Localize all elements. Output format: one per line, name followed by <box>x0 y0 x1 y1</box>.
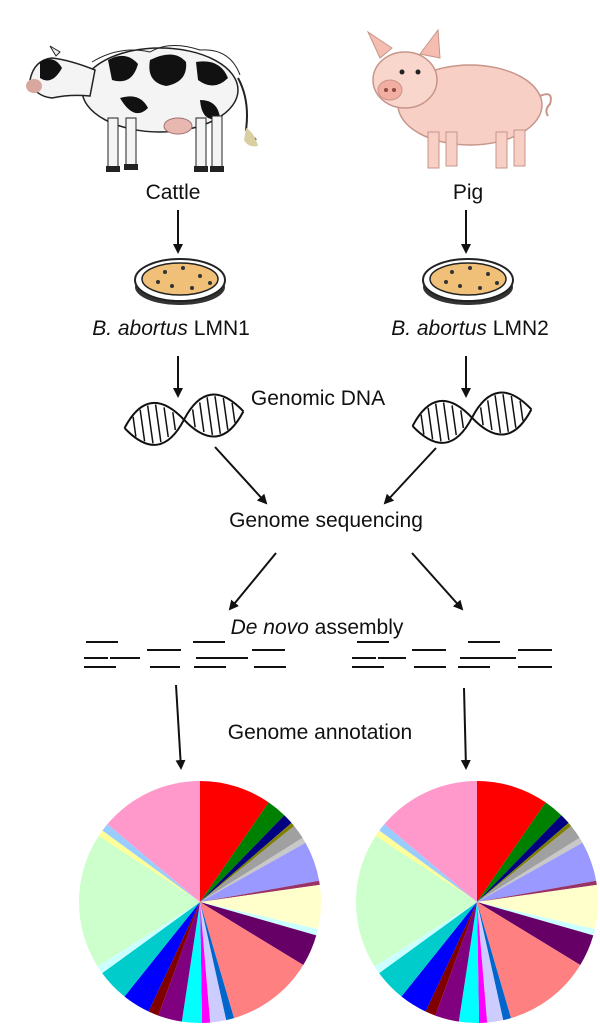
arrow-dna-to-sequencing-left <box>214 446 268 505</box>
label-cattle: Cattle <box>145 181 201 204</box>
pie-slice <box>477 880 597 902</box>
pie-slice <box>379 824 477 902</box>
pie-slice <box>477 902 594 966</box>
pig-image <box>366 28 552 169</box>
pie-slice <box>477 837 583 902</box>
pie-slice <box>200 902 235 1021</box>
pie-slice <box>200 902 317 966</box>
pie-slice <box>148 902 200 1016</box>
pie-slice <box>379 902 477 997</box>
pie-slice <box>425 902 477 1016</box>
arrow-sequencing-to-assembly-right <box>411 552 464 611</box>
dna-icon-right <box>411 391 533 444</box>
pie-slice <box>477 842 597 902</box>
pie-slice <box>477 902 581 1019</box>
pie-slice <box>102 902 200 997</box>
pie-slice <box>477 815 569 902</box>
label-strain-lmn1: B. abortus LMN1 <box>92 317 250 340</box>
pie-slice <box>477 902 512 1021</box>
pie-slice <box>200 902 227 1023</box>
pie-chart-lmn1 <box>78 781 321 1023</box>
pie-slice <box>98 830 200 902</box>
pie-slice <box>477 826 580 902</box>
pie-slice <box>477 902 488 1023</box>
pie-slice <box>124 902 200 1012</box>
arrow-assembly-to-annotation-right <box>460 687 471 770</box>
cow-image <box>26 45 258 172</box>
pie-slice <box>458 902 480 1023</box>
dna-icon-left <box>123 393 245 446</box>
petri-dish-cattle <box>134 258 226 305</box>
label-pig: Pig <box>452 181 484 204</box>
pie-slice <box>355 835 477 967</box>
pie-slice <box>477 802 562 902</box>
pie-slice <box>107 781 200 902</box>
pie-slice <box>477 822 572 902</box>
pie-slice <box>374 902 477 974</box>
pie-slice <box>200 884 321 930</box>
pie-slice <box>477 781 546 902</box>
pie-slice <box>401 902 477 1012</box>
label-genome-sequencing: Genome sequencing <box>229 509 423 532</box>
label-strain-lmn2: B. abortus LMN2 <box>391 317 549 340</box>
pie-slice <box>384 781 477 902</box>
pie-chart-lmn2 <box>355 781 598 1023</box>
label-genomic-dna: Genomic DNA <box>250 387 386 410</box>
pie-slice <box>200 815 292 902</box>
pie-slice <box>200 902 211 1023</box>
petri-dish-pig <box>422 258 514 305</box>
arrow-sequencing-to-assembly-left <box>228 552 277 611</box>
pie-slice <box>375 830 477 902</box>
pie-slice <box>200 802 285 902</box>
pie-slice <box>181 902 203 1023</box>
pie-slice <box>435 902 477 1022</box>
pie-slice <box>477 884 598 930</box>
contigs-right <box>352 641 552 668</box>
label-genome-annotation: Genome annotation <box>227 721 413 744</box>
pie-slice <box>102 824 200 902</box>
pie-slice <box>200 842 320 902</box>
pie-slice <box>477 902 595 936</box>
pie-slice <box>78 835 200 967</box>
pie-slice <box>200 822 295 902</box>
pie-slice <box>158 902 200 1022</box>
label-de-novo-assembly: De novo assembly <box>230 616 404 639</box>
pie-slice <box>200 880 320 902</box>
pie-slice <box>200 781 269 902</box>
pie-slice <box>200 826 303 902</box>
contigs-left <box>84 641 286 668</box>
pie-slice <box>477 902 504 1023</box>
arrow-assembly-to-annotation-left <box>175 684 186 770</box>
pie-slice <box>97 902 200 974</box>
arrow-dna-to-sequencing-right <box>383 447 437 505</box>
pie-slice <box>200 902 304 1019</box>
pie-slice <box>200 837 306 902</box>
pie-slice <box>200 902 318 936</box>
